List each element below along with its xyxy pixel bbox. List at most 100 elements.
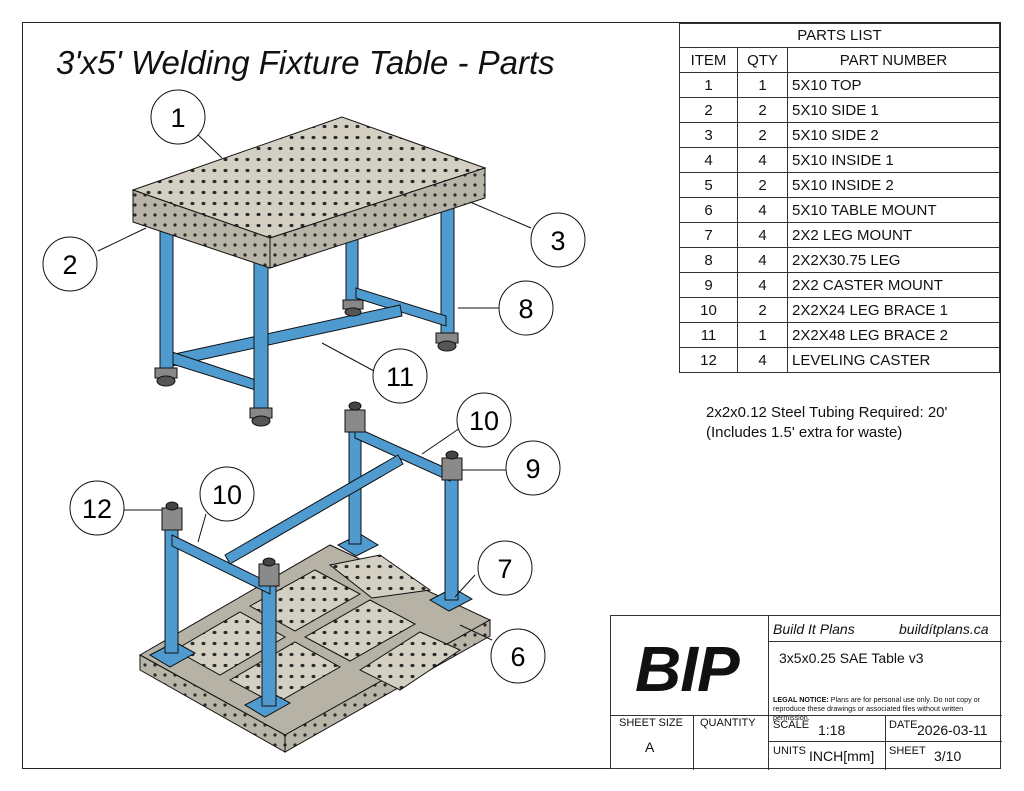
sheet-size-value: A — [645, 739, 655, 755]
units-label: UNITS — [773, 745, 806, 757]
leg — [159, 227, 174, 371]
callout: 6 — [490, 628, 546, 684]
item-number: 8 — [679, 247, 738, 273]
note-line: 2x2x0.12 Steel Tubing Required: 20' — [706, 404, 948, 421]
item-quantity: 1 — [737, 322, 788, 348]
callout-number: 10 — [212, 480, 242, 510]
part-number: 5X10 SIDE 1 — [787, 97, 1000, 123]
inverted-table-assembly — [138, 401, 492, 753]
item-quantity: 4 — [737, 347, 788, 373]
item-number: 6 — [679, 197, 738, 223]
item-number: 10 — [679, 297, 738, 323]
callout: 12 — [69, 480, 125, 536]
callout: 10 — [199, 466, 255, 522]
item-number: 9 — [679, 272, 738, 298]
part-number: LEVELING CASTER — [787, 347, 1000, 373]
date-label: DATE — [889, 719, 918, 731]
item-number: 1 — [679, 72, 738, 98]
leg-brace-1 — [355, 287, 447, 327]
scale-label: SCALE — [773, 719, 810, 731]
leg-brace-1 — [354, 426, 451, 482]
callout-number: 11 — [386, 362, 414, 392]
item-quantity: 2 — [737, 297, 788, 323]
item-quantity: 2 — [737, 172, 788, 198]
leg-brace-2 — [169, 304, 403, 367]
callout-number: 1 — [170, 103, 185, 133]
callout-number: 2 — [62, 250, 77, 280]
item-quantity: 4 — [737, 197, 788, 223]
leg-brace-2 — [224, 454, 404, 565]
drawing-border — [22, 22, 1001, 769]
part-number: 2X2X24 LEG BRACE 1 — [787, 297, 1000, 323]
quantity-label: QUANTITY — [700, 717, 756, 729]
leg — [261, 583, 277, 707]
part-number: 5X10 INSIDE 2 — [787, 172, 1000, 198]
item-quantity: 1 — [737, 72, 788, 98]
part-number: 2X2X48 LEG BRACE 2 — [787, 322, 1000, 348]
table-side-right — [269, 167, 486, 269]
callout: 1 — [150, 89, 206, 145]
sheet-size-label: SHEET SIZE — [619, 717, 683, 729]
header-qty: QTY — [737, 47, 788, 73]
assembled-table — [131, 116, 487, 427]
callout: 11 — [372, 348, 428, 404]
part-number: 2X2 CASTER MOUNT — [787, 272, 1000, 298]
header-item: ITEM — [679, 47, 738, 73]
item-number: 3 — [679, 122, 738, 148]
callout: 3 — [530, 212, 586, 268]
leg — [253, 261, 269, 411]
item-quantity: 4 — [737, 147, 788, 173]
callout: 9 — [505, 440, 561, 496]
item-number: 12 — [679, 347, 738, 373]
sheet-label: SHEET — [889, 745, 926, 757]
callout: 10 — [456, 392, 512, 448]
callout-number: 9 — [525, 454, 540, 484]
callout-number: 7 — [497, 554, 512, 584]
leg-brace-1 — [171, 534, 271, 595]
item-quantity: 4 — [737, 222, 788, 248]
part-number: 5X10 INSIDE 1 — [787, 147, 1000, 173]
company-name: Build It Plans — [773, 621, 855, 637]
leveling-caster — [154, 299, 459, 427]
part-number: 2X2 LEG MOUNT — [787, 222, 1000, 248]
title-block: BIP Build It Plans buildítplans.ca 3x5x0… — [610, 615, 1002, 770]
parts-list-header: ITEM QTY PART NUMBER — [679, 47, 1000, 73]
callout-number: 8 — [518, 294, 533, 324]
item-number: 11 — [679, 322, 738, 348]
item-quantity: 4 — [737, 272, 788, 298]
item-number: 4 — [679, 147, 738, 173]
drawing-title: 3x5x0.25 SAE Table v3 — [779, 650, 924, 666]
company-website: buildítplans.ca — [899, 621, 989, 637]
header-part-number: PART NUMBER — [787, 47, 1000, 73]
date-value: 2026-03-11 — [917, 722, 988, 738]
item-quantity: 2 — [737, 122, 788, 148]
scale-value: 1:18 — [818, 722, 846, 738]
callout-number: 6 — [510, 642, 525, 672]
leg — [444, 477, 459, 601]
material-note: 2x2x0.12 Steel Tubing Required: 20' (Inc… — [706, 403, 947, 443]
callout-number: 10 — [469, 406, 499, 436]
callout-number: 3 — [550, 226, 565, 256]
callout: 7 — [477, 540, 533, 596]
callout: 2 — [42, 236, 98, 292]
item-number: 2 — [679, 97, 738, 123]
item-quantity: 4 — [737, 247, 788, 273]
part-number: 5X10 TOP — [787, 72, 1000, 98]
item-number: 7 — [679, 222, 738, 248]
item-number: 5 — [679, 172, 738, 198]
page-title: 3'x5' Welding Fixture Table - Parts — [56, 44, 555, 81]
units-value: INCH[mm] — [809, 748, 875, 764]
bip-logo: BIP — [635, 633, 740, 705]
